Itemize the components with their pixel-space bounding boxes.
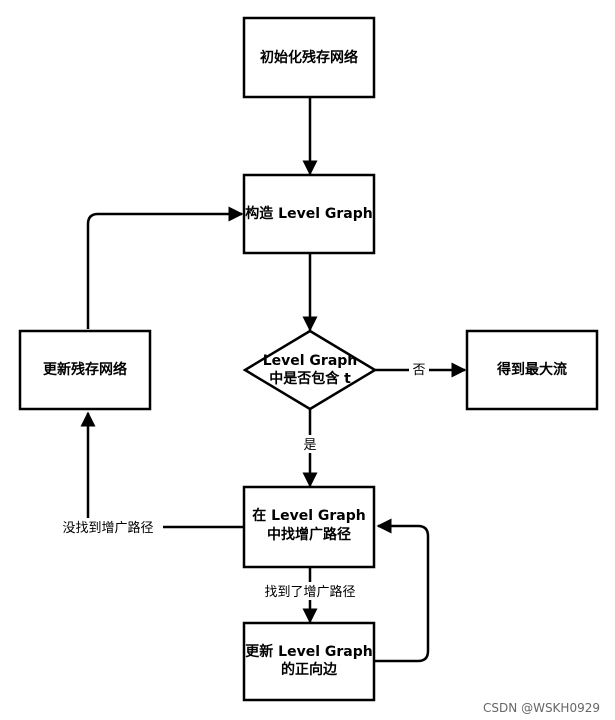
node-update-lg: 更新 Level Graph 的正向边 [242,621,376,702]
node-check-label-2: 中是否包含 t [269,370,351,387]
node-find-label-2: 中找增广路径 [267,526,351,543]
node-maxflow: 得到最大流 [465,329,599,411]
node-find-label-1: 在 Level Graph [252,507,365,524]
edge-label-not-found-bg [55,518,163,536]
node-init: 初始化残存网络 [242,16,376,99]
node-update-res-box [18,329,152,411]
node-check-diamond [242,329,378,411]
node-update-res-label: 更新残存网络 [43,361,127,378]
node-build-box [242,173,376,255]
edge-label-not-found: 没找到增广路径 [62,520,153,536]
edge-update-lg-to-find [375,518,430,663]
edge-label-found: 找到了增广路径 [264,584,355,600]
node-init-box [242,16,376,99]
edge-label-yes-bg [302,435,320,453]
node-update-lg-box [242,621,376,702]
node-maxflow-label: 得到最大流 [496,361,567,378]
node-update-lg-label-1: 更新 Level Graph [245,643,372,660]
node-update-lg-label-2: 的正向边 [281,661,338,678]
edge-find-to-update-res [80,411,244,529]
watermark: CSDN @WSKH0929 [483,701,600,715]
node-init-label: 初始化残存网络 [260,49,358,66]
node-update-res: 更新残存网络 [18,329,152,411]
node-build: 构造 Level Graph [242,173,376,255]
node-find-box [242,485,376,569]
node-build-label: 构造 Level Graph [245,205,372,222]
node-find: 在 Level Graph 中找增广路径 [242,485,376,569]
node-check: Level Graph 中是否包含 t [242,329,378,411]
edge-label-yes: 是 [303,438,316,453]
node-check-label-1: Level Graph [263,353,358,369]
edge-label-no-bg [409,360,429,378]
node-maxflow-box [465,329,599,411]
edge-label-no: 否 [412,363,425,378]
edge-label-found-bg [258,582,362,600]
edge-update-res-to-build [86,206,244,329]
